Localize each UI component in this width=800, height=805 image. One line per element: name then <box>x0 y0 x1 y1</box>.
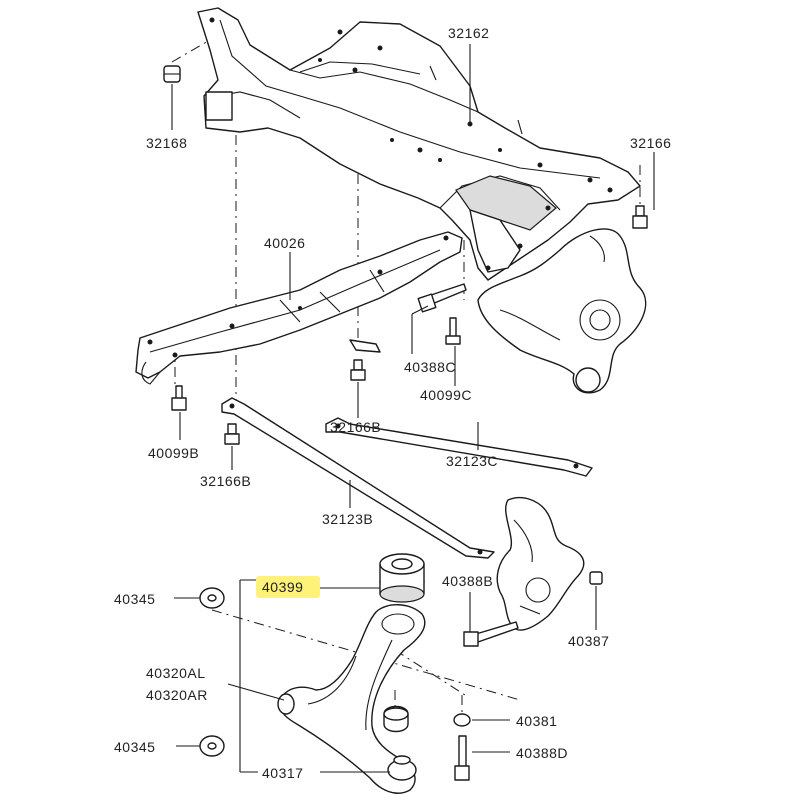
bolt-32166B-upper <box>350 359 366 381</box>
label-40026: 40026 <box>264 235 305 251</box>
label-32166B-1: 32166B <box>330 419 381 435</box>
label-40320AL: 40320AL <box>146 665 206 681</box>
label-40399: 40399 <box>262 579 303 595</box>
washer-40381 <box>453 713 471 727</box>
ball-joint-stud-40317 <box>387 755 417 781</box>
brace-32123C <box>325 417 593 477</box>
label-32166: 32166 <box>630 135 671 151</box>
label-32168: 32168 <box>146 135 187 151</box>
part-labels: 32162 32168 32166 40026 40388C 40099C 32… <box>114 25 671 781</box>
bolt-40099C <box>445 317 461 345</box>
label-40388D: 40388D <box>516 745 568 761</box>
steering-knuckle-upper <box>477 228 647 394</box>
label-40381: 40381 <box>516 713 557 729</box>
bolt-40388C <box>417 283 467 313</box>
label-40345-1: 40345 <box>114 591 155 607</box>
bolt-40388B <box>463 621 519 647</box>
label-40317: 40317 <box>262 765 303 781</box>
nut-32168 <box>163 65 181 83</box>
bracket-40388C-plate <box>349 339 381 353</box>
label-40388C: 40388C <box>404 359 456 375</box>
bolt-40388D <box>454 735 470 781</box>
nut-40387 <box>589 571 603 585</box>
label-32162: 32162 <box>448 25 489 41</box>
label-40388B: 40388B <box>442 573 493 589</box>
label-40345-2: 40345 <box>114 739 155 755</box>
brace-32123B <box>221 397 495 559</box>
washer-40345-lower <box>199 735 225 757</box>
label-32166B-2: 32166B <box>200 473 251 489</box>
bushing-40399 <box>379 553 425 603</box>
bolt-40099B <box>171 385 187 411</box>
washer-40345-upper <box>199 587 225 609</box>
steering-knuckle-lower <box>496 496 585 631</box>
bracket-40026 <box>135 231 463 385</box>
nut-32166 <box>632 205 648 229</box>
label-40099C: 40099C <box>420 387 472 403</box>
label-40099B: 40099B <box>148 445 199 461</box>
label-40387: 40387 <box>568 633 609 649</box>
highlight-40399 <box>256 576 320 598</box>
bolt-32166B-lower <box>224 423 240 445</box>
ball-joint-40381 <box>383 705 409 733</box>
label-32123C: 32123C <box>446 453 498 469</box>
crossmember-32162 <box>197 7 641 281</box>
leader-lines <box>171 44 655 773</box>
label-32123B: 32123B <box>322 511 373 527</box>
lower-arm-40320 <box>277 604 426 794</box>
label-40320AR: 40320AR <box>146 687 208 703</box>
